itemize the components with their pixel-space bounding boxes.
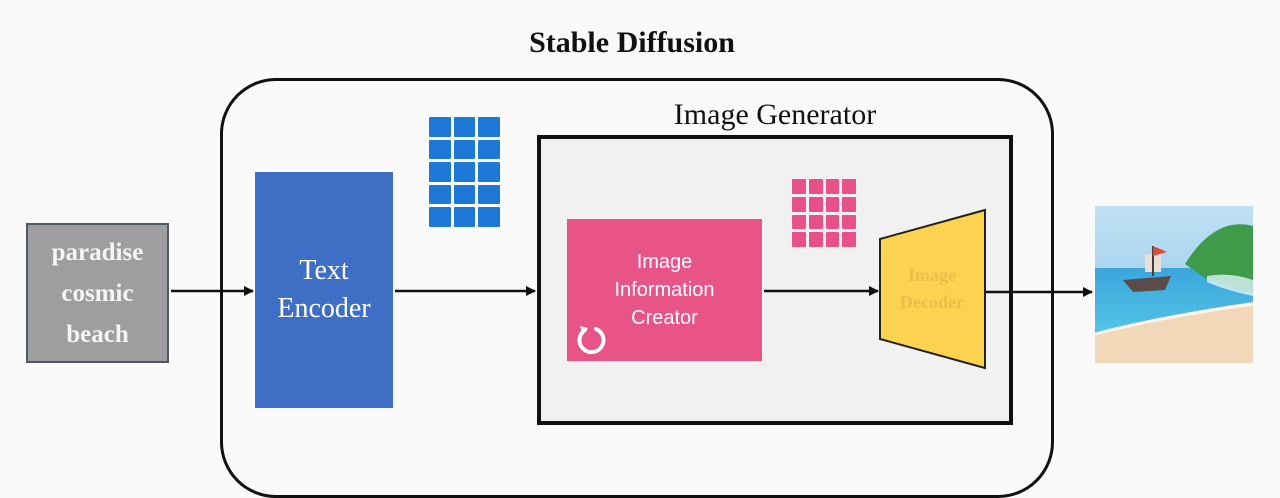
text-encoder-box: Text Encoder xyxy=(255,172,393,408)
image-information-creator-box: Image Information Creator xyxy=(567,219,762,361)
latent-cell xyxy=(808,196,823,212)
latent-cell xyxy=(792,214,806,230)
creator-label: Image xyxy=(636,251,693,273)
creator-label: Information xyxy=(614,279,715,301)
token-embeddings-grid xyxy=(429,117,500,227)
text-encoder-label: Text xyxy=(299,255,349,286)
embedding-cell xyxy=(453,207,476,227)
embedding-cell xyxy=(478,184,500,205)
image-decoder-label: Image Decoder xyxy=(884,262,980,316)
latent-cell xyxy=(808,232,823,247)
embedding-cell xyxy=(429,117,451,137)
latent-cell xyxy=(825,214,840,230)
embedding-cell xyxy=(453,117,476,137)
refresh-icon xyxy=(577,326,606,355)
diagram-title: Stable Diffusion xyxy=(529,26,735,59)
latent-cell xyxy=(808,214,823,230)
beach-illustration xyxy=(1095,206,1253,363)
embedding-cell xyxy=(478,207,500,227)
image-generator-label: Image Generator xyxy=(673,98,877,131)
prompt-text-box: paradise cosmic beach xyxy=(26,223,169,363)
latent-cell xyxy=(792,179,806,194)
generated-beach-image xyxy=(1095,206,1253,363)
latent-cell xyxy=(825,232,840,247)
creator-label: Creator xyxy=(631,307,698,329)
embedding-cell xyxy=(453,184,476,205)
embedding-cell xyxy=(453,162,476,182)
latent-cell xyxy=(842,214,856,230)
embedding-cell xyxy=(429,162,451,182)
embedding-cell xyxy=(478,117,500,137)
embedding-cell xyxy=(478,162,500,182)
latent-grid xyxy=(792,179,856,247)
prompt-line: beach xyxy=(66,320,129,348)
embedding-cell xyxy=(478,139,500,160)
latent-cell xyxy=(792,232,806,247)
decoder-label-line: Image xyxy=(908,265,956,285)
embedding-cell xyxy=(453,139,476,160)
latent-cell xyxy=(842,196,856,212)
prompt-line: cosmic xyxy=(61,279,134,307)
embedding-cell xyxy=(429,139,451,160)
prompt-line: paradise xyxy=(51,238,144,266)
latent-cell xyxy=(842,179,856,194)
latent-cell xyxy=(825,196,840,212)
latent-cell xyxy=(825,179,840,194)
embedding-cell xyxy=(429,184,451,205)
image-decoder-shape xyxy=(879,208,986,370)
embedding-cell xyxy=(429,207,451,227)
text-encoder-label: Encoder xyxy=(277,293,371,324)
latent-cell xyxy=(792,196,806,212)
latent-cell xyxy=(808,179,823,194)
latent-cell xyxy=(842,232,856,247)
connector-arrows xyxy=(171,208,1093,370)
decoder-label-line: Decoder xyxy=(900,292,964,312)
